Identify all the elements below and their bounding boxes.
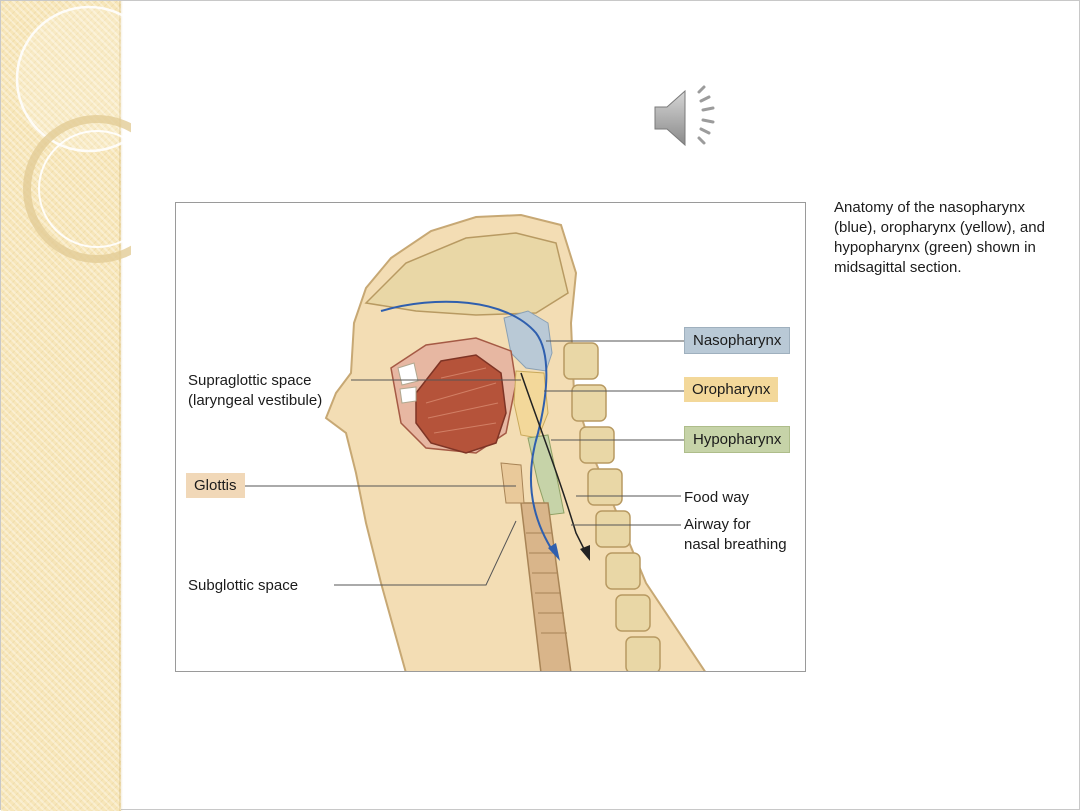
caption-line: hypopharynx (green) shown in: [834, 239, 1036, 256]
label-subglottic: Subglottic space: [188, 577, 299, 594]
decorative-circles: [15, 5, 131, 263]
caption-line: midsagittal section.: [834, 259, 962, 276]
midsagittal-illustration: [243, 213, 706, 671]
caption-line: (blue), oropharynx (yellow), and: [834, 219, 1045, 236]
label-airway-line2: nasal breathing: [684, 536, 787, 553]
label-nasopharynx: Nasopharynx: [684, 327, 791, 354]
figure-caption: Anatomy of the nasopharynx (blue), oroph…: [834, 198, 1074, 278]
anatomy-figure: Nasopharynx Oropharynx Hypopharynx Supra…: [175, 202, 806, 672]
label-hypopharynx: Hypopharynx: [684, 426, 791, 453]
label-supraglottic-line1: Supraglottic space: [188, 372, 312, 389]
label-oropharynx: Oropharynx: [684, 377, 779, 402]
label-food-way: Food way: [684, 489, 750, 506]
label-airway-line1: Airway for: [684, 516, 751, 533]
label-supraglottic-line2: (laryngeal vestibule): [188, 392, 323, 409]
label-glottis: Glottis: [186, 473, 245, 498]
speaker-icon[interactable]: [649, 83, 725, 153]
sidebar-edge: [119, 1, 123, 811]
sidebar-decoration: [1, 1, 121, 811]
caption-line: Anatomy of the nasopharynx: [834, 199, 1025, 216]
